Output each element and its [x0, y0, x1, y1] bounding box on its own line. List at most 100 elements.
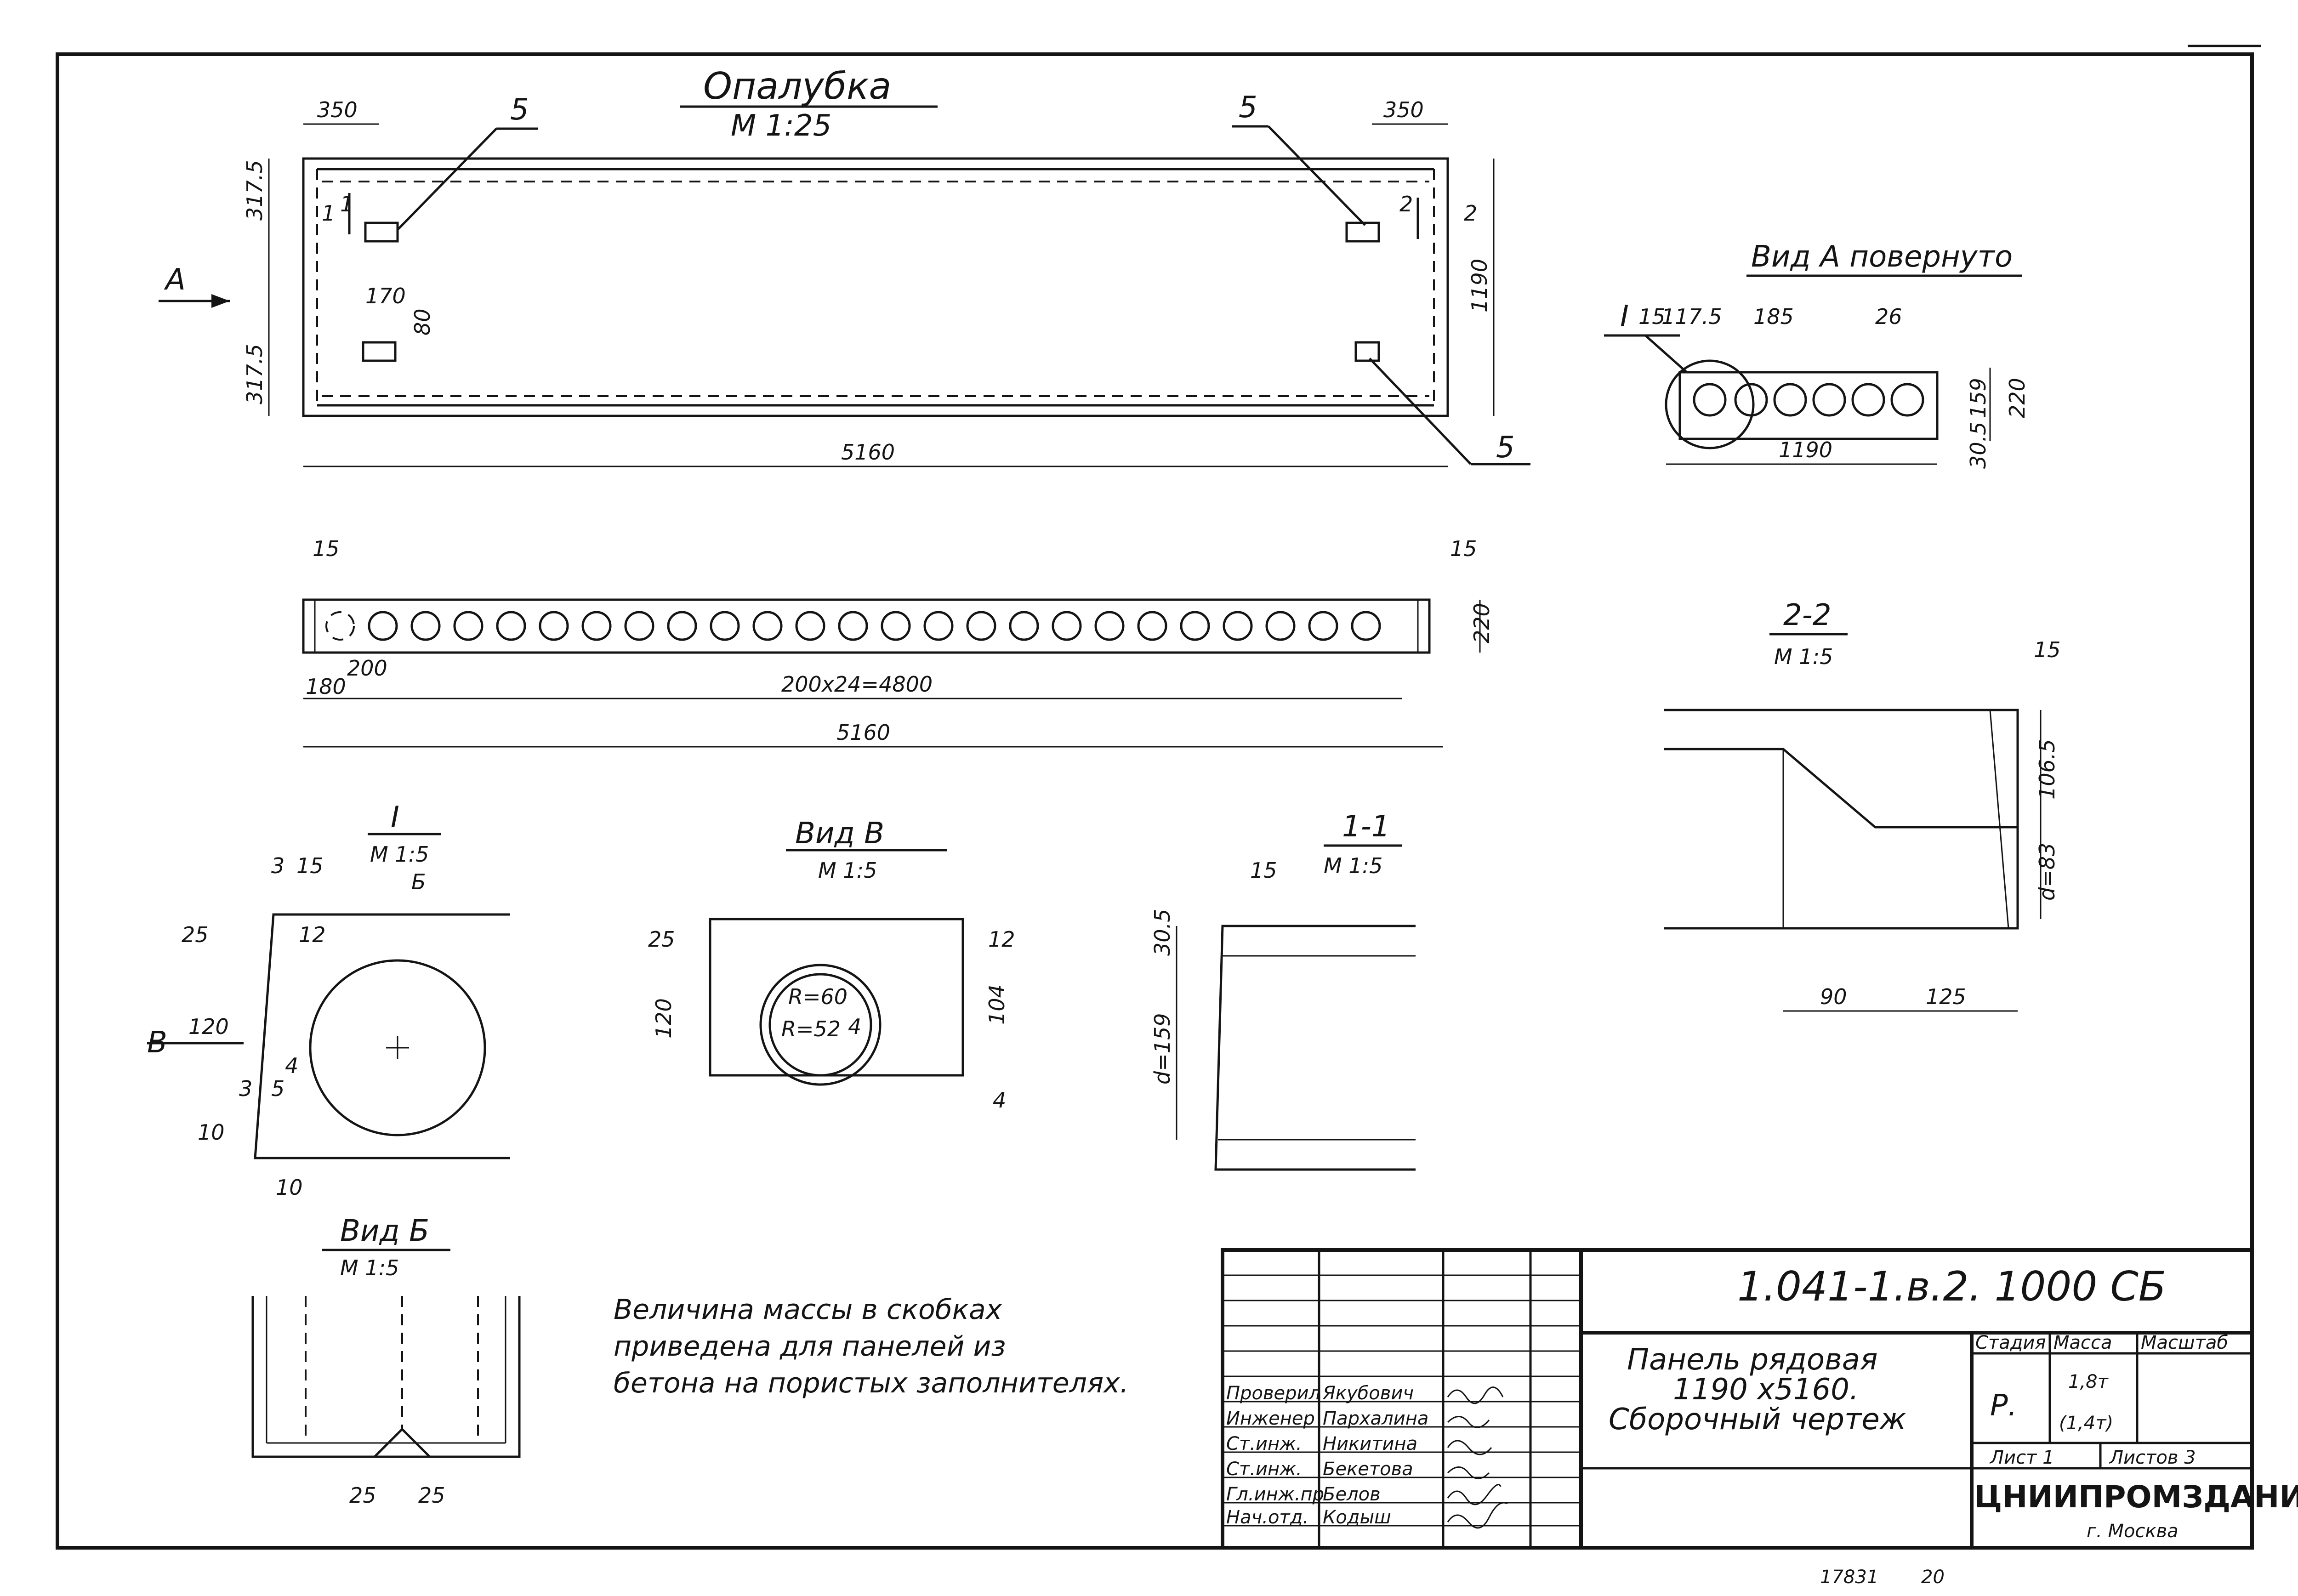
view-a-dim-159: 159	[1966, 378, 1991, 418]
detail-1-dim-5: 5	[271, 1076, 284, 1101]
section-2-2-title: 2-2	[1783, 598, 1832, 632]
view-a-dim-117: 117.5	[1661, 304, 1722, 329]
tb-header-scale: Масштаб	[2141, 1332, 2228, 1353]
elev-dim-4800: 200х24=4800	[781, 672, 933, 697]
s11-dim-d159: d=159	[1150, 1013, 1175, 1085]
callout-5-right: 5	[1239, 91, 1257, 125]
view-a-dim-185: 185	[1753, 304, 1794, 329]
section-mark-1-a: 1	[340, 192, 353, 216]
view-b-title: Вид Б	[340, 1214, 429, 1248]
leader-5-right	[1268, 125, 1366, 226]
dim-350-right: 350	[1383, 97, 1424, 122]
section-mark-1-b: 1	[322, 201, 335, 226]
view-v-dim-4: 4	[993, 1088, 1006, 1113]
elevation-void	[966, 611, 996, 641]
elevation-void	[667, 611, 697, 641]
view-a-title: Вид А повернуто	[1751, 240, 2013, 274]
tb-mass-alt: (1,4т)	[2059, 1413, 2113, 1434]
section-2-2: 2-2 М 1:5 15 106.5 d=83 90 125	[1664, 598, 2061, 1012]
void-3	[1773, 383, 1807, 417]
view-a-arrow-label: А	[164, 263, 186, 297]
view-v-outer-ring	[759, 964, 882, 1086]
detail-1-circle	[1665, 359, 1755, 449]
detail-1-dim-12: 12	[299, 922, 326, 947]
void-1	[1693, 383, 1727, 417]
detail-1-callout: I	[1620, 300, 1629, 334]
detail-1-dim-10a: 10	[198, 1120, 225, 1145]
view-v-dim-4-inner: 4	[848, 1014, 861, 1039]
elevation-outline	[302, 598, 1431, 654]
elevation-void	[1180, 611, 1210, 641]
view-v-dim-25: 25	[648, 927, 675, 952]
lifting-loop-2	[1345, 222, 1380, 243]
signature-scribble-5	[1447, 1484, 1502, 1505]
elev-dim-15-left: 15	[313, 536, 340, 561]
tb-header-mass: Масса	[2053, 1332, 2112, 1353]
tb-city: г. Москва	[2087, 1521, 2179, 1542]
view-v-r60: R=60	[788, 984, 848, 1009]
tb-stage-value: Р.	[1990, 1389, 2017, 1423]
sig-name-1: Якубович	[1322, 1383, 1414, 1404]
dim-80: 80	[410, 308, 435, 335]
elevation-void	[1308, 611, 1338, 641]
detail-1-dim-10b: 10	[276, 1175, 303, 1200]
tb-header-stage: Стадия	[1975, 1332, 2046, 1353]
view-a: Вид А повернуто I 15 117.5 185 26 1190 1…	[1604, 240, 2030, 469]
signature-scribble-1	[1447, 1386, 1504, 1404]
elevation-view: 15 15 220 180 200 200х24=4800 5160	[302, 536, 1494, 748]
section-1-1-scale: М 1:5	[1324, 853, 1382, 878]
panel-plan-outline	[302, 157, 1449, 417]
detail-1-outline	[254, 913, 510, 1159]
sig-name-5: Белов	[1323, 1484, 1381, 1505]
sig-role-3: Ст.инж.	[1226, 1433, 1302, 1454]
section-1-1-title: 1-1	[1342, 810, 1390, 844]
s22-dim-d83: d=83	[2035, 843, 2059, 901]
detail-1-title: I	[391, 801, 399, 835]
view-v: Вид В М 1:5 R=60 R=52 4 25 12 120 104 4	[648, 817, 1015, 1113]
drawing-name-1: Панель рядовая	[1627, 1343, 1878, 1377]
section-2-2-chamfer	[1989, 710, 2009, 929]
dim-1190: 1190	[1467, 259, 1492, 312]
title-block: Проверил Якубович Инженер Пархалина Ст.и…	[1221, 1248, 2298, 1550]
elevation-void	[539, 611, 569, 641]
section-2-2-outline	[1664, 709, 2019, 930]
void-4	[1812, 383, 1846, 417]
void-6	[1890, 383, 1924, 417]
view-b-key	[374, 1427, 431, 1458]
dim-317-top: 317.5	[242, 160, 267, 221]
section-mark-2-b: 2	[1464, 201, 1477, 226]
elevation-hole-row	[325, 611, 1381, 641]
general-note: Величина массы в скобках приведена для п…	[614, 1294, 1129, 1399]
sheet-frame	[56, 52, 2254, 1550]
note-line-3: бетона на пористых заполнителях.	[614, 1367, 1129, 1399]
drawing-name-3: Сборочный чертеж	[1609, 1403, 1906, 1437]
dim-5160: 5160	[841, 440, 895, 465]
formwork-view: Опалубка М 1:25 5 5 5 1 1 2 2 А	[159, 65, 1530, 467]
s22-dim-125: 125	[1926, 984, 1966, 1009]
sig-name-6: Кодыш	[1323, 1507, 1391, 1528]
tb-sheets: Листов 3	[2109, 1447, 2196, 1468]
section-1-1: 1-1 М 1:5 15 30.5 d=159	[1150, 810, 1416, 1171]
elevation-void	[453, 611, 483, 641]
sig-role-6: Нач.отд.	[1226, 1507, 1308, 1528]
sig-name-2: Пархалина	[1323, 1408, 1428, 1429]
signature-scribble-4	[1447, 1466, 1490, 1479]
elevation-void	[410, 611, 441, 641]
detail-1-scale: М 1:5	[370, 842, 429, 867]
elevation-void	[1094, 611, 1125, 641]
elevation-void	[1137, 611, 1167, 641]
elev-dim-15-right: 15	[1450, 536, 1477, 561]
view-b-scale: М 1:5	[340, 1255, 399, 1280]
s22-dim-90: 90	[1820, 984, 1847, 1009]
callout-5-bottom: 5	[1496, 431, 1515, 465]
view-a-section-outline	[1678, 371, 1939, 440]
view-b-dim-25-left: 25	[349, 1483, 376, 1508]
elevation-void	[496, 611, 526, 641]
callout-5-left: 5	[510, 93, 529, 127]
elevation-void	[838, 611, 868, 641]
view-v-dim-120: 120	[651, 998, 676, 1039]
dim-170: 170	[365, 284, 406, 308]
footer-number: 17831	[1820, 1567, 1878, 1588]
elevation-void	[923, 611, 954, 641]
